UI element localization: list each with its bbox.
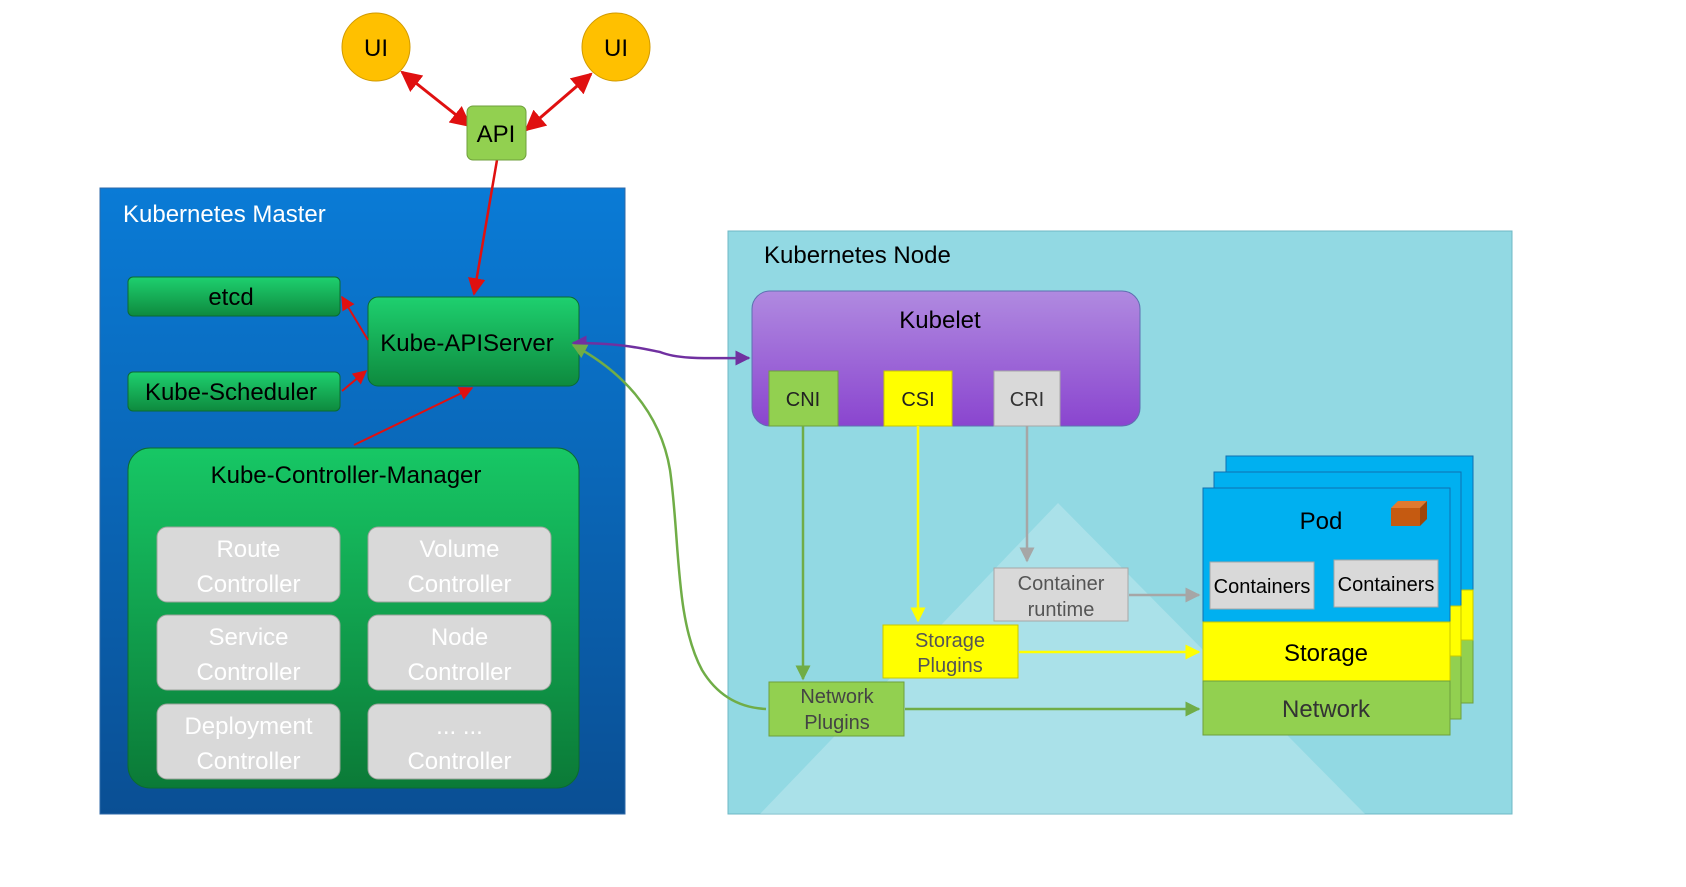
controller-suffix: Controller <box>196 571 300 598</box>
cri-label: CRI <box>1010 389 1044 411</box>
containers-label-2: Containers <box>1338 574 1435 596</box>
controller-name: ... ... <box>436 713 483 740</box>
controller-name: Node <box>431 624 488 651</box>
master-title: Kubernetes Master <box>123 201 326 228</box>
csi-box: CSI <box>883 370 953 427</box>
pod-storage-label: Storage <box>1284 640 1368 667</box>
arrow-ui-right-api <box>524 72 593 132</box>
pod-stack: Pod Containers Containers Storage Networ… <box>1202 455 1474 736</box>
pod-network-band: Network <box>1202 680 1451 736</box>
container-runtime-line2: runtime <box>1028 599 1095 621</box>
kube-scheduler-box: Kube-Scheduler <box>127 371 341 412</box>
storage-plugins-line2: Plugins <box>917 655 983 677</box>
controller-suffix: Controller <box>196 748 300 775</box>
network-plugins-line1: Network <box>800 686 874 708</box>
arrow-ui-left-api <box>400 70 472 128</box>
controller-name: Route <box>216 536 280 563</box>
ui-node-left: UI <box>341 12 411 82</box>
api-label: API <box>477 121 516 148</box>
containers-box-1: Containers <box>1209 561 1315 610</box>
storage-plugins-box: Storage Plugins <box>882 624 1019 679</box>
controller-name: Volume <box>419 536 499 563</box>
etcd-label: etcd <box>208 284 253 311</box>
network-plugins-line2: Plugins <box>804 712 870 734</box>
kubelet-label: Kubelet <box>899 307 981 334</box>
pod-storage-band: Storage <box>1202 621 1451 682</box>
kube-apiserver-box: Kube-APIServer <box>367 296 580 387</box>
cni-box: CNI <box>768 370 839 427</box>
arrow-apiserver-network-plugins <box>571 343 767 711</box>
etcd-box: etcd <box>127 276 341 317</box>
controller-suffix: Controller <box>407 748 511 775</box>
controller-manager-title: Kube-Controller-Manager <box>211 462 482 489</box>
containers-box-2: Containers <box>1333 559 1439 608</box>
pod-cube-icon <box>1391 501 1427 526</box>
controller-grid: RouteControllerVolumeControllerServiceCo… <box>156 526 552 780</box>
network-plugins-box: Network Plugins <box>768 681 905 737</box>
arrows <box>341 70 1201 717</box>
background-watermark-triangle <box>760 503 1365 814</box>
controller-suffix: Controller <box>407 571 511 598</box>
kube-apiserver-label: Kube-APIServer <box>380 330 553 357</box>
arrow-scheduler-apiserver <box>341 370 368 392</box>
controller-name: Service <box>208 624 288 651</box>
arrow-api-apiserver <box>468 159 499 296</box>
controller-name: Deployment <box>184 713 312 740</box>
ui-label-left: UI <box>364 35 388 62</box>
pod-title: Pod <box>1300 508 1343 535</box>
arrow-apiserver-kubelet <box>571 335 751 366</box>
cni-label: CNI <box>786 389 820 411</box>
csi-label: CSI <box>901 389 934 411</box>
controller-suffix: Controller <box>407 659 511 686</box>
node-title: Kubernetes Node <box>764 242 951 269</box>
containers-label-1: Containers <box>1214 576 1311 598</box>
kube-scheduler-label: Kube-Scheduler <box>145 379 317 406</box>
arrow-controller-manager-apiserver <box>353 387 474 446</box>
arrow-apiserver-etcd <box>341 295 369 341</box>
container-runtime-box: Container runtime <box>993 567 1129 622</box>
api-box: API <box>466 105 527 161</box>
pod-network-label: Network <box>1282 696 1371 723</box>
controller-box: ... ... Controller <box>367 703 552 780</box>
storage-plugins-line1: Storage <box>915 630 985 652</box>
controller-suffix: Controller <box>196 659 300 686</box>
ui-label-right: UI <box>604 35 628 62</box>
ui-node-right: UI <box>581 12 651 82</box>
cri-box: CRI <box>993 370 1061 427</box>
container-runtime-line1: Container <box>1018 573 1105 595</box>
